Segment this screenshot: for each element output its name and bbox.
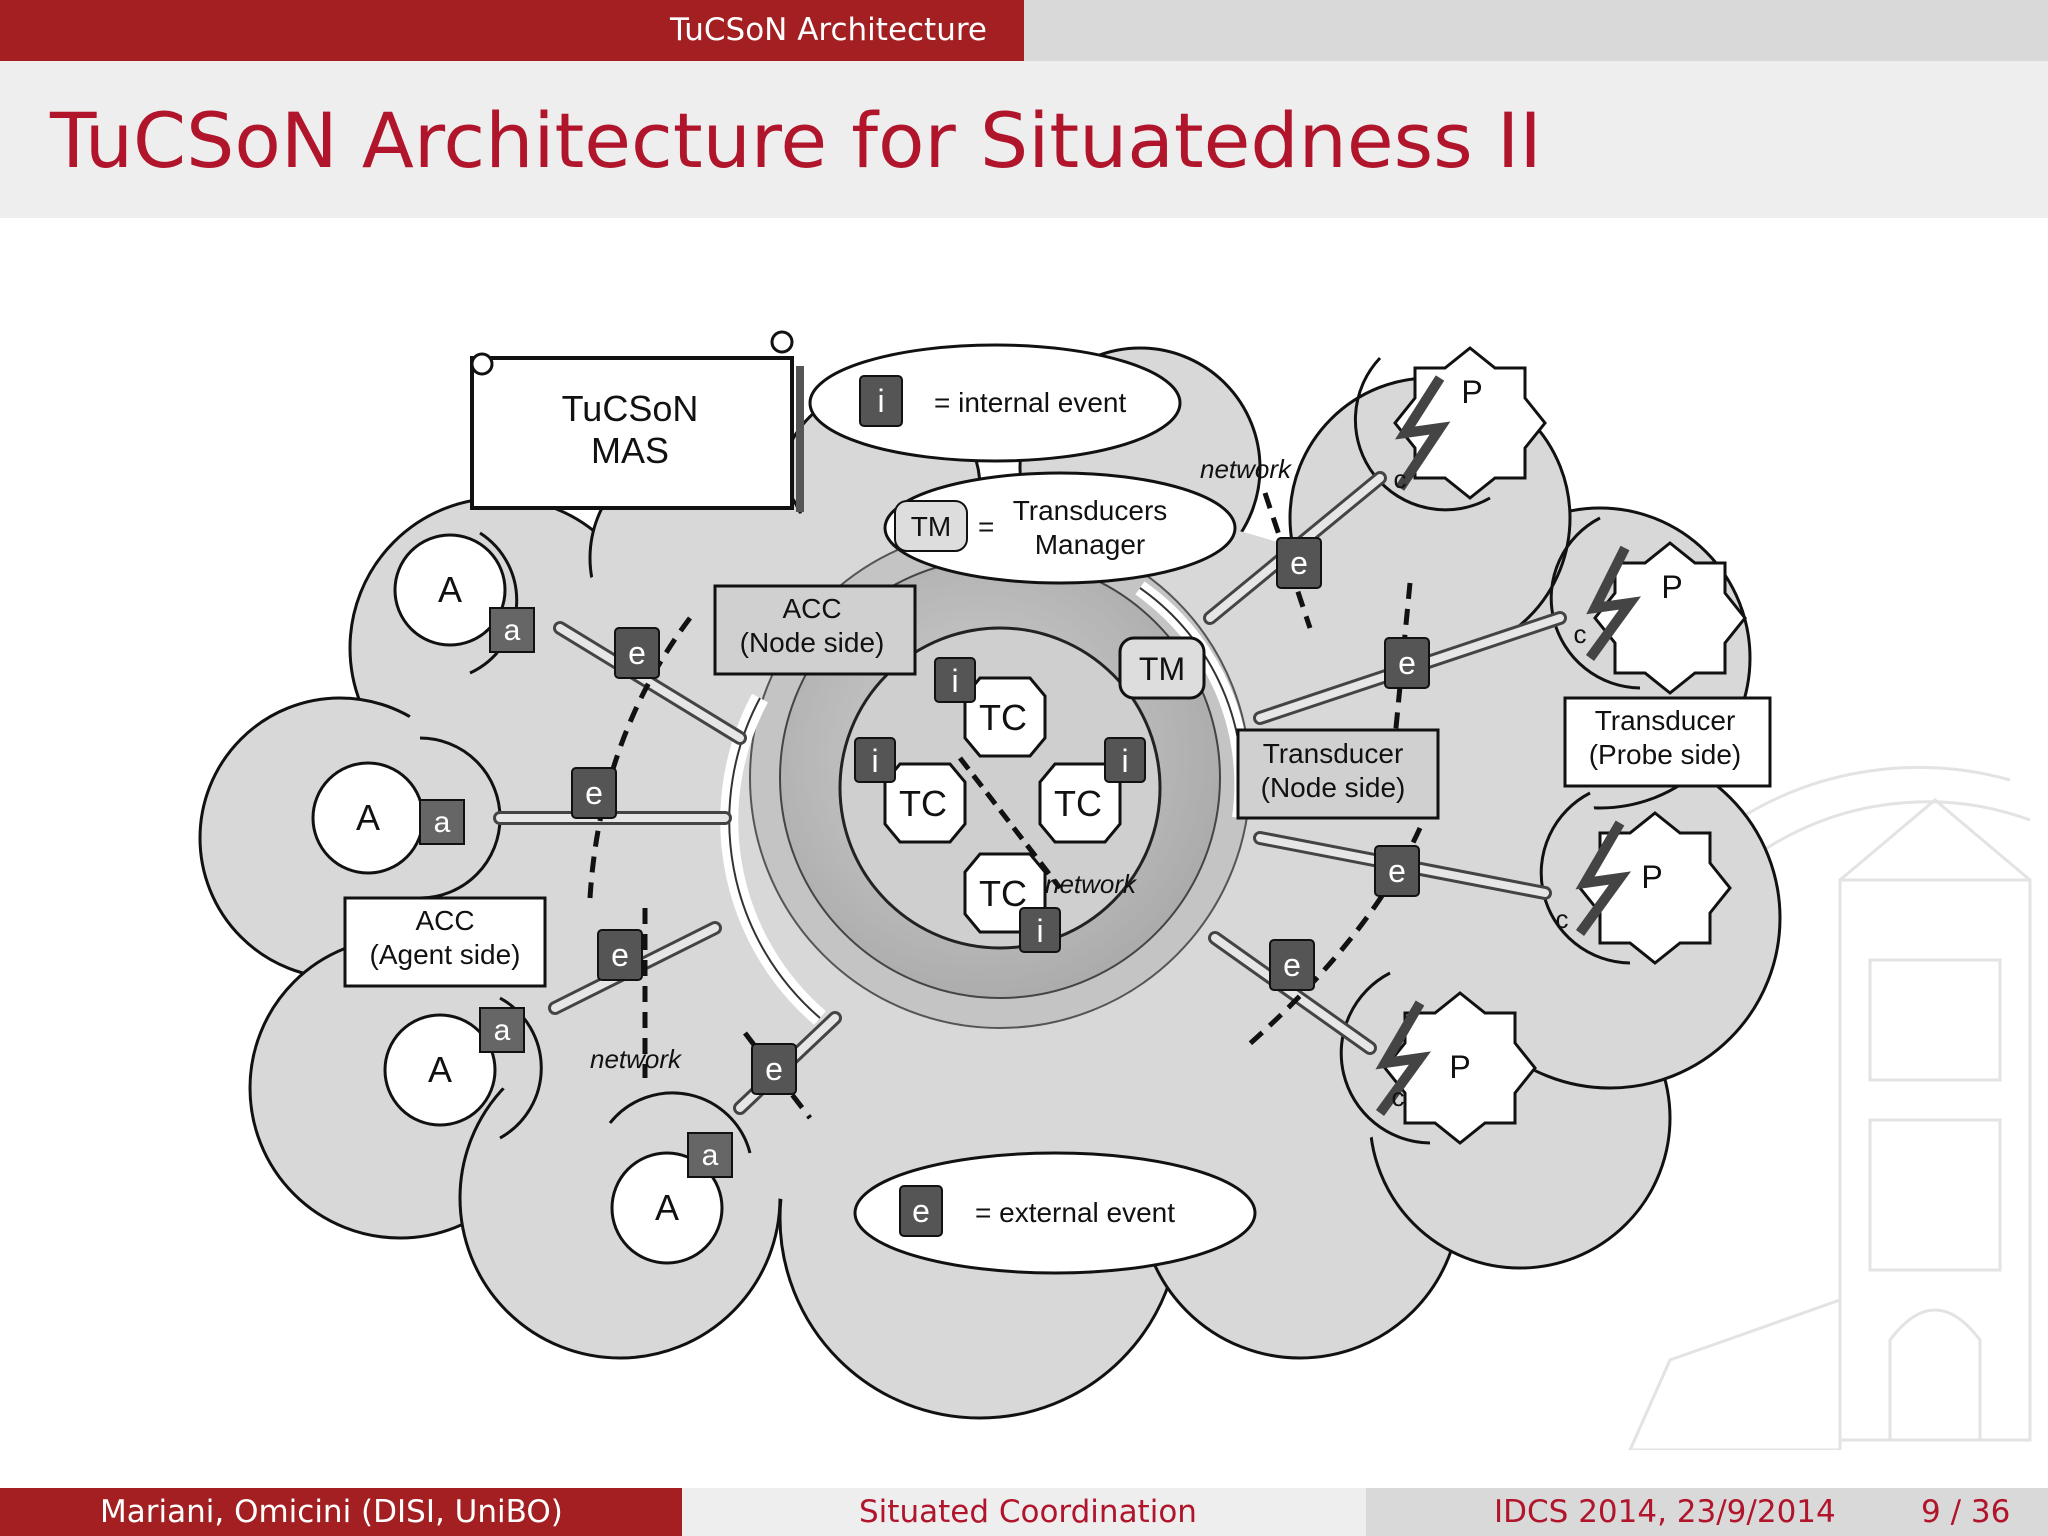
svg-text:P: P <box>1461 374 1482 410</box>
mas-scroll: TuCSoN MAS <box>470 330 804 512</box>
svg-text:A: A <box>438 569 462 610</box>
external-event-glyph: e <box>585 775 603 811</box>
svg-text:(Node side): (Node side) <box>740 627 885 658</box>
internal-event-marks <box>854 657 1146 953</box>
footer-authors: Mariani, Omicini (DISI, UniBO) <box>100 1494 563 1530</box>
acc-node-side-box: ACC (Node side) <box>713 584 917 676</box>
title-bar: TuCSoN Architecture for Situatedness II <box>0 61 2048 218</box>
svg-text:A: A <box>428 1049 452 1090</box>
svg-text:(Agent side): (Agent side) <box>370 939 521 970</box>
header-bar: TuCSoN Architecture <box>0 0 2048 61</box>
footer-venue: IDCS 2014, 23/9/2014 <box>1494 1494 1836 1530</box>
tc-top-label: TC <box>979 697 1027 738</box>
svg-text:MAS: MAS <box>591 430 669 471</box>
agent-3: A a <box>383 996 543 1140</box>
tuple-centres <box>883 676 1122 934</box>
svg-text:A: A <box>356 797 380 838</box>
internal-event-glyph: i <box>1121 743 1128 779</box>
network-label-top: network <box>1200 454 1293 484</box>
agent-4: A a <box>608 1091 752 1265</box>
network-label-bottom: network <box>590 1044 683 1074</box>
tm-puzzle-node: TM <box>1118 636 1206 700</box>
svg-text:Transducers: Transducers <box>1013 495 1168 526</box>
footer-talk-block: Situated Coordination <box>682 1488 1366 1536</box>
svg-text:A: A <box>655 1187 679 1228</box>
svg-text:a: a <box>504 614 521 647</box>
svg-text:c: c <box>1574 619 1587 649</box>
tucson-architecture-diagram: TC TC TC TC i i i i network TM TuCSoN MA… <box>198 330 1782 1420</box>
legend-transducers-manager: TM = Transducers Manager <box>883 471 1237 585</box>
svg-text:Manager: Manager <box>1035 529 1146 560</box>
internal-event-glyph: i <box>871 743 878 779</box>
internal-event-glyph: i <box>1036 913 1043 949</box>
footer-venue-block: IDCS 2014, 23/9/2014 9 / 36 <box>1366 1488 2048 1536</box>
external-event-glyph: e <box>628 635 646 671</box>
external-event-glyph: e <box>611 937 629 973</box>
external-event-glyph: e <box>765 1051 783 1087</box>
network-label-center: network <box>1045 869 1138 899</box>
footer-page-number: 9 / 36 <box>1921 1494 2011 1530</box>
tc-top <box>963 676 1047 758</box>
svg-text:TM: TM <box>1139 651 1185 687</box>
tc-left <box>883 762 967 844</box>
svg-text:TM: TM <box>911 511 951 542</box>
legend-external-event: e = external event <box>853 1151 1257 1275</box>
agent-1: A a <box>393 531 535 675</box>
svg-text:ACC: ACC <box>782 593 841 624</box>
tc-right-label: TC <box>1054 783 1102 824</box>
transducer-probe-side-box: Transducer (Probe side) <box>1563 696 1772 788</box>
header-section-title[interactable]: TuCSoN Architecture <box>670 12 987 48</box>
acc-agent-side-box: ACC (Agent side) <box>343 896 547 988</box>
external-event-marks <box>571 537 1430 1095</box>
svg-text:ACC: ACC <box>415 905 474 936</box>
svg-text:= internal event: = internal event <box>934 387 1126 418</box>
probe-4: P c <box>1339 971 1537 1145</box>
svg-text:P: P <box>1661 569 1682 605</box>
svg-text:P: P <box>1449 1049 1470 1085</box>
internal-event-glyph: i <box>951 663 958 699</box>
external-event-glyph: e <box>1388 853 1406 889</box>
svg-text:= external event: = external event <box>975 1197 1175 1228</box>
external-event-glyph: e <box>1283 947 1301 983</box>
svg-text:a: a <box>702 1139 719 1172</box>
header-section-block: TuCSoN Architecture <box>0 0 1024 61</box>
svg-text:c: c <box>1392 1082 1405 1112</box>
svg-text:a: a <box>434 806 451 839</box>
footer-talk-title: Situated Coordination <box>859 1494 1197 1530</box>
svg-text:i: i <box>877 383 884 419</box>
svg-text:(Node side): (Node side) <box>1261 772 1406 803</box>
external-event-glyph: e <box>1290 545 1308 581</box>
slide-title: TuCSoN Architecture for Situatedness II <box>50 96 1542 185</box>
svg-text:(Probe side): (Probe side) <box>1589 739 1742 770</box>
svg-text:c: c <box>1394 464 1407 494</box>
footer-bar: Mariani, Omicini (DISI, UniBO) Situated … <box>0 1488 2048 1536</box>
svg-text:c: c <box>1556 904 1569 934</box>
svg-text:=: = <box>978 511 994 542</box>
svg-text:Transducer: Transducer <box>1263 738 1404 769</box>
tucson-node <box>720 527 1251 1029</box>
probes: P c P c P c P c <box>1339 346 1747 1145</box>
probe-2: P c <box>1549 516 1747 695</box>
svg-text:TuCSoN: TuCSoN <box>562 388 699 429</box>
tc-bottom-label: TC <box>979 873 1027 914</box>
svg-text:a: a <box>494 1014 511 1047</box>
footer-authors-block: Mariani, Omicini (DISI, UniBO) <box>0 1488 682 1536</box>
svg-text:Transducer: Transducer <box>1595 705 1736 736</box>
svg-text:P: P <box>1641 859 1662 895</box>
agents: A a A a A a A a <box>311 531 752 1265</box>
legend-internal-event: i = internal event <box>808 343 1182 463</box>
svg-text:e: e <box>912 1193 930 1229</box>
external-event-glyph: e <box>1398 645 1416 681</box>
tc-left-label: TC <box>899 783 947 824</box>
transducer-node-side-box: Transducer (Node side) <box>1236 728 1440 820</box>
